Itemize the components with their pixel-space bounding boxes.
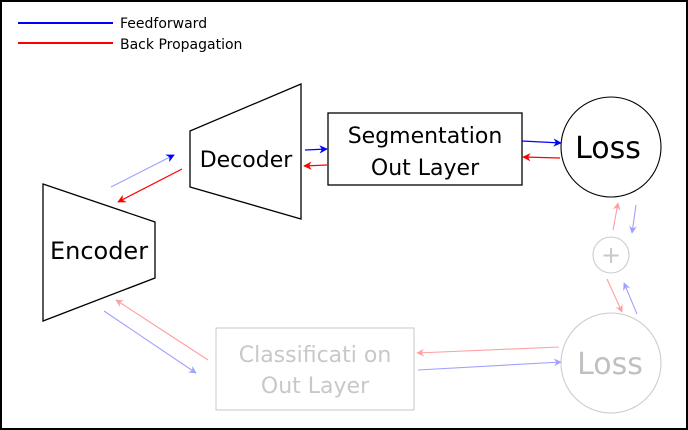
- decoder-node: Decoder: [189, 83, 302, 220]
- encoder-shape: [42, 183, 156, 322]
- segmentation-out-layer-node: Segmentation Out Layer: [327, 112, 523, 186]
- legend-label-feedforward: Feedforward: [120, 16, 207, 32]
- segmentation-label-line2: Out Layer: [371, 156, 480, 181]
- encoder-node: Encoder: [42, 183, 156, 322]
- arrow-bp-loss-bottom-to-classification: [416, 346, 560, 357]
- loss-bottom-label: Loss: [577, 347, 643, 382]
- arrow-ff-segmentation-to-loss: [521, 138, 562, 147]
- arrow-bp-plus-to-loss-top: [612, 202, 621, 231]
- loss-bottom-node: Loss: [560, 312, 662, 414]
- plus-icon: +: [601, 241, 621, 269]
- segmentation-label-line1: Segmentation: [348, 124, 503, 149]
- segmentation-out-layer-box: [327, 112, 523, 186]
- encoder-label: Encoder: [50, 237, 148, 265]
- legend-label-backprop: Back Propagation: [120, 37, 242, 53]
- arrow-bp-segmentation-to-decoder: [303, 161, 328, 170]
- arrow-bp-plus-to-loss-bottom: [606, 278, 623, 313]
- plus-circle: [592, 236, 630, 274]
- active-arrows: [110, 138, 562, 203]
- arrow-ff-loss-top-to-plus: [629, 204, 637, 234]
- arrow-ff-classification-to-loss-bottom: [417, 358, 562, 371]
- arrow-ff-loss-bottom-to-plus: [623, 282, 638, 315]
- loss-top-circle: [560, 96, 662, 198]
- arrow-ff-encoder-to-classification: [103, 310, 197, 374]
- arrow-ff-decoder-to-segmentation: [304, 145, 328, 154]
- loss-top-node: Loss: [560, 96, 662, 198]
- arrow-ff-encoder-to-decoder: [110, 154, 175, 188]
- classification-label-line1: Classificati on: [239, 343, 392, 368]
- legend: Feedforward Back Propagation: [18, 16, 242, 53]
- loss-top-label: Loss: [575, 131, 641, 166]
- arrow-bp-loss-to-segmentation: [522, 153, 561, 162]
- inactive-arrows: [103, 202, 638, 374]
- legend-item-backprop: Back Propagation: [18, 37, 242, 53]
- classification-out-layer-node: Classificati on Out Layer: [215, 327, 415, 411]
- plus-node: +: [592, 236, 630, 274]
- legend-item-feedforward: Feedforward: [18, 16, 207, 32]
- decoder-label: Decoder: [200, 148, 294, 173]
- classification-out-layer-box: [215, 327, 415, 411]
- classification-label-line2: Out Layer: [261, 374, 370, 399]
- decoder-shape: [189, 83, 302, 220]
- arrow-bp-decoder-to-encoder: [117, 168, 183, 203]
- arrow-bp-classification-to-encoder: [115, 299, 209, 361]
